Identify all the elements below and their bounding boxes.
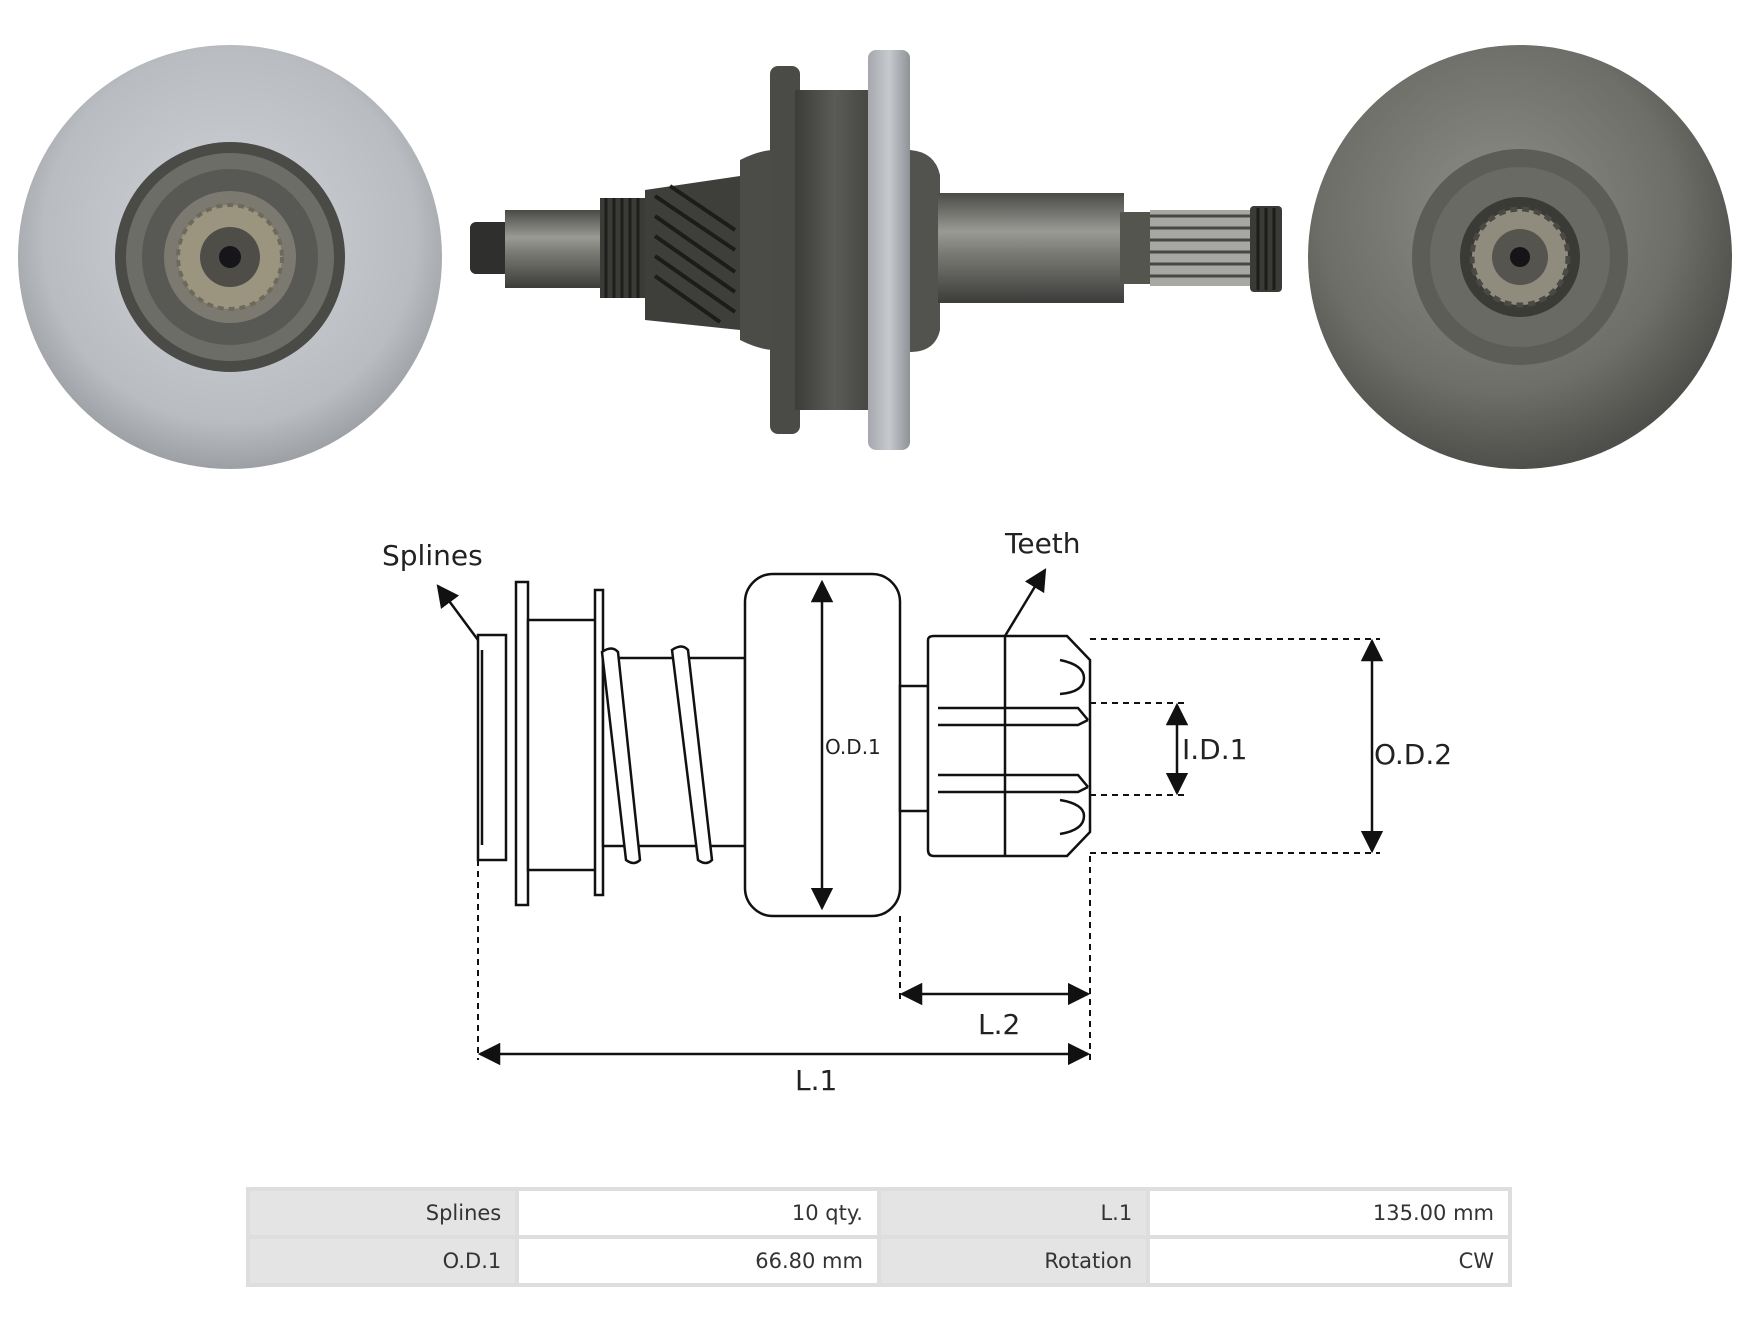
- table-row: O.D.1 66.80 mm Rotation CW: [250, 1239, 1508, 1283]
- pinion-back-view-icon: [1308, 45, 1732, 469]
- label-id1: I.D.1: [1182, 733, 1247, 766]
- spec-value-splines: 10 qty.: [519, 1191, 877, 1235]
- product-photos: [18, 45, 1732, 469]
- gear-teeth-lines: [938, 636, 1089, 856]
- label-od2: O.D.2: [1374, 738, 1452, 771]
- spec-value-l1: 135.00 mm: [1150, 1191, 1508, 1235]
- technical-diagram: Splines Teeth O.D.1 I.D.1 O.D.2 L.2 L.1: [382, 527, 1452, 1097]
- spec-value-od1: 66.80 mm: [519, 1239, 877, 1283]
- spec-table: Splines 10 qty. L.1 135.00 mm O.D.1 66.8…: [246, 1187, 1512, 1287]
- spec-value-rotation: CW: [1150, 1239, 1508, 1283]
- label-teeth: Teeth: [1004, 527, 1081, 560]
- spec-key-od1: O.D.1: [250, 1239, 516, 1283]
- label-splines: Splines: [382, 539, 483, 572]
- label-l1: L.1: [795, 1064, 837, 1097]
- spec-key-splines: Splines: [250, 1191, 516, 1235]
- pinion-side-view-icon: [470, 50, 1282, 450]
- pinion-front-view-icon: [18, 45, 442, 469]
- table-row: Splines 10 qty. L.1 135.00 mm: [250, 1191, 1508, 1235]
- spec-key-l1: L.1: [880, 1191, 1147, 1235]
- spec-key-rotation: Rotation: [880, 1239, 1147, 1283]
- pinion-outline: [476, 572, 1092, 918]
- label-l2: L.2: [978, 1008, 1020, 1041]
- label-od1: O.D.1: [825, 735, 881, 759]
- dimension-arrows: [436, 568, 1384, 1066]
